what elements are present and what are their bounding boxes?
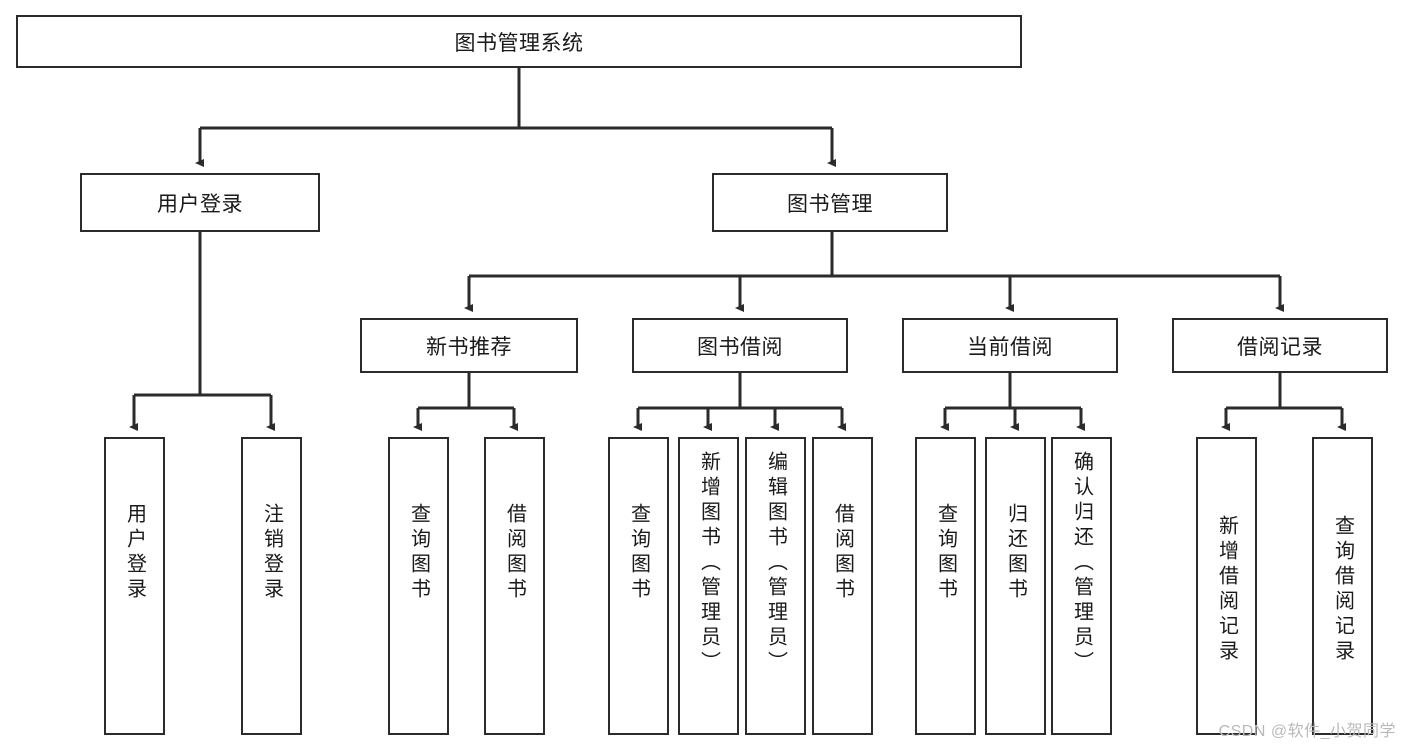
node-label: 借阅图书 (503, 503, 526, 603)
node-leaf-add-record[interactable]: 新增借阅记录 (1196, 437, 1257, 735)
node-label: 图书管理系统 (454, 31, 584, 55)
node-leaf-user-login[interactable]: 用户登录 (104, 437, 165, 735)
node-label: 查询图书 (934, 503, 957, 603)
node-leaf-query-book-1[interactable]: 查询图书 (388, 437, 449, 735)
node-label: 用户登录 (123, 503, 146, 603)
node-leaf-query-book-3[interactable]: 查询图书 (915, 437, 976, 735)
node-label: 查询借阅记录 (1331, 515, 1354, 665)
node-label: 查询图书 (407, 503, 430, 603)
node-book-management[interactable]: 图书管理 (712, 173, 948, 232)
node-leaf-edit-book[interactable]: 编辑图书（管理员） (745, 437, 806, 735)
node-new-book-recommend[interactable]: 新书推荐 (360, 318, 578, 373)
node-label: 借阅记录 (1237, 335, 1323, 359)
node-label: 图书借阅 (697, 335, 783, 359)
node-borrow-record[interactable]: 借阅记录 (1172, 318, 1388, 373)
node-label: 注销登录 (260, 503, 283, 603)
node-user-login[interactable]: 用户登录 (80, 173, 320, 232)
node-label: 查询图书 (627, 503, 650, 603)
node-label: 确认归还（管理员） (1070, 451, 1093, 676)
node-leaf-logout[interactable]: 注销登录 (241, 437, 302, 735)
node-label: 归还图书 (1004, 503, 1027, 603)
node-leaf-add-book[interactable]: 新增图书（管理员） (678, 437, 739, 735)
node-current-borrow[interactable]: 当前借阅 (902, 318, 1118, 373)
node-label: 图书管理 (787, 192, 873, 216)
node-label: 新增借阅记录 (1215, 515, 1238, 665)
node-leaf-query-book-2[interactable]: 查询图书 (608, 437, 669, 735)
node-leaf-borrow-book-1[interactable]: 借阅图书 (484, 437, 545, 735)
node-leaf-confirm-return[interactable]: 确认归还（管理员） (1051, 437, 1112, 735)
node-leaf-borrow-book-2[interactable]: 借阅图书 (812, 437, 873, 735)
node-book-management-system[interactable]: 图书管理系统 (16, 15, 1022, 68)
node-label: 新增图书（管理员） (697, 451, 720, 676)
node-label: 借阅图书 (831, 503, 854, 603)
csdn-watermark: CSDN @软件_小贺同学 (1218, 723, 1396, 740)
node-book-borrow[interactable]: 图书借阅 (632, 318, 848, 373)
node-leaf-query-record[interactable]: 查询借阅记录 (1312, 437, 1373, 735)
node-label: 新书推荐 (426, 335, 512, 359)
node-leaf-return-book[interactable]: 归还图书 (985, 437, 1046, 735)
node-label: 编辑图书（管理员） (764, 451, 787, 676)
node-label: 当前借阅 (967, 335, 1053, 359)
node-label: 用户登录 (157, 192, 243, 216)
